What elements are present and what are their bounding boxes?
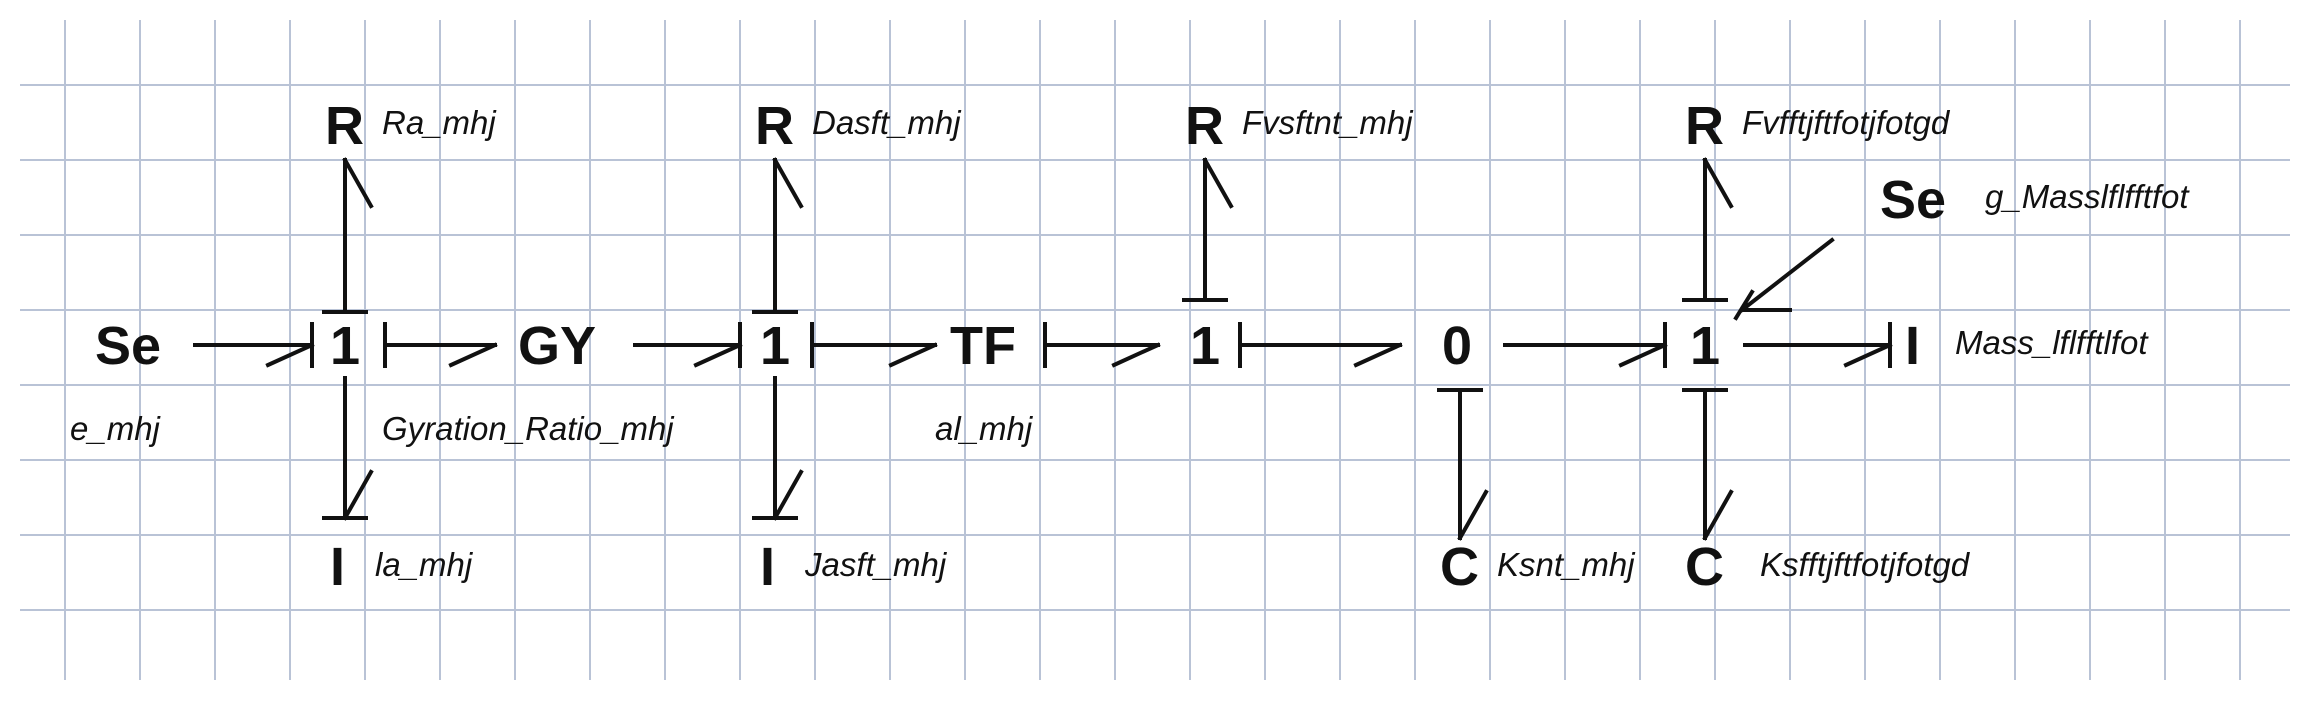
junction-1-b: 1	[760, 316, 790, 376]
parameter-labels: Ra_mhj Dasft_mhj Fvsftnt_mhj Fvfftjftfot…	[70, 104, 2190, 583]
bond-tf-to-j3	[1043, 322, 1161, 368]
bond-j3-to-j0	[1238, 322, 1403, 368]
bonds	[193, 157, 1893, 541]
bond-j4-to-r4	[1682, 157, 1734, 302]
bond-j1-to-gy	[383, 322, 498, 368]
bond-j3-to-r3	[1182, 157, 1234, 302]
grid-background	[20, 20, 2290, 680]
param-ra: Ra_mhj	[382, 104, 497, 141]
junction-1-a: 1	[330, 316, 360, 376]
capacitor-1-symbol: C	[1440, 537, 1479, 597]
param-e: e_mhj	[70, 410, 162, 447]
param-mass: Mass_lflfftlfot	[1955, 324, 2149, 361]
se-gravity-symbol: Se	[1880, 170, 1946, 230]
resistor-2-symbol: R	[755, 96, 794, 156]
bond-j2-to-tf	[810, 322, 938, 368]
param-jasft: Jasft_mhj	[804, 546, 948, 583]
resistor-3-symbol: R	[1185, 96, 1224, 156]
junction-1-d: 1	[1690, 316, 1720, 376]
resistor-1-symbol: R	[325, 96, 364, 156]
bond-se-to-j1	[193, 322, 315, 368]
gyrator-symbol: GY	[518, 316, 596, 376]
param-la: la_mhj	[375, 546, 474, 583]
bond-j4-to-i-mass	[1743, 322, 1893, 368]
capacitor-2-symbol: C	[1685, 537, 1724, 597]
param-fvsftnt: Fvsftnt_mhj	[1242, 104, 1414, 141]
param-ksfftjftfotjfotgd: Ksfftjftfotjfotgd	[1760, 546, 1971, 583]
inertia-2-symbol: I	[760, 537, 775, 597]
param-ksnt: Ksnt_mhj	[1497, 546, 1636, 583]
junction-1-c: 1	[1190, 316, 1220, 376]
bond-gy-to-j2	[633, 322, 743, 368]
bond-j0-to-c1	[1437, 388, 1489, 541]
bond-j4-to-c2	[1682, 388, 1734, 541]
bond-j2-to-r2	[752, 157, 804, 314]
junction-0: 0	[1442, 316, 1472, 376]
param-fvfftjftfotjfotgd: Fvfftjftfotjfotgd	[1742, 104, 1951, 141]
element-symbols: Se 1 GY 1 TF 1 0 1 I R R R R Se I I C C	[95, 96, 1946, 597]
bond-j1-to-r1	[322, 157, 374, 314]
bond-se-g-to-j4	[1733, 237, 1835, 321]
transformer-symbol: TF	[950, 316, 1016, 376]
param-dasft: Dasft_mhj	[812, 104, 962, 141]
bond-j2-to-i2	[752, 376, 804, 521]
param-gyration-ratio: Gyration_Ratio_mhj	[382, 410, 675, 447]
bond-j0-to-j4	[1503, 322, 1668, 368]
bond-j1-to-i1	[322, 376, 374, 521]
param-g-mass: g_Masslflfftfot	[1985, 178, 2190, 215]
se-source-symbol: Se	[95, 316, 161, 376]
inertia-mass-symbol: I	[1905, 316, 1920, 376]
param-al: al_mhj	[935, 410, 1034, 447]
inertia-1-symbol: I	[330, 537, 345, 597]
resistor-4-symbol: R	[1685, 96, 1724, 156]
